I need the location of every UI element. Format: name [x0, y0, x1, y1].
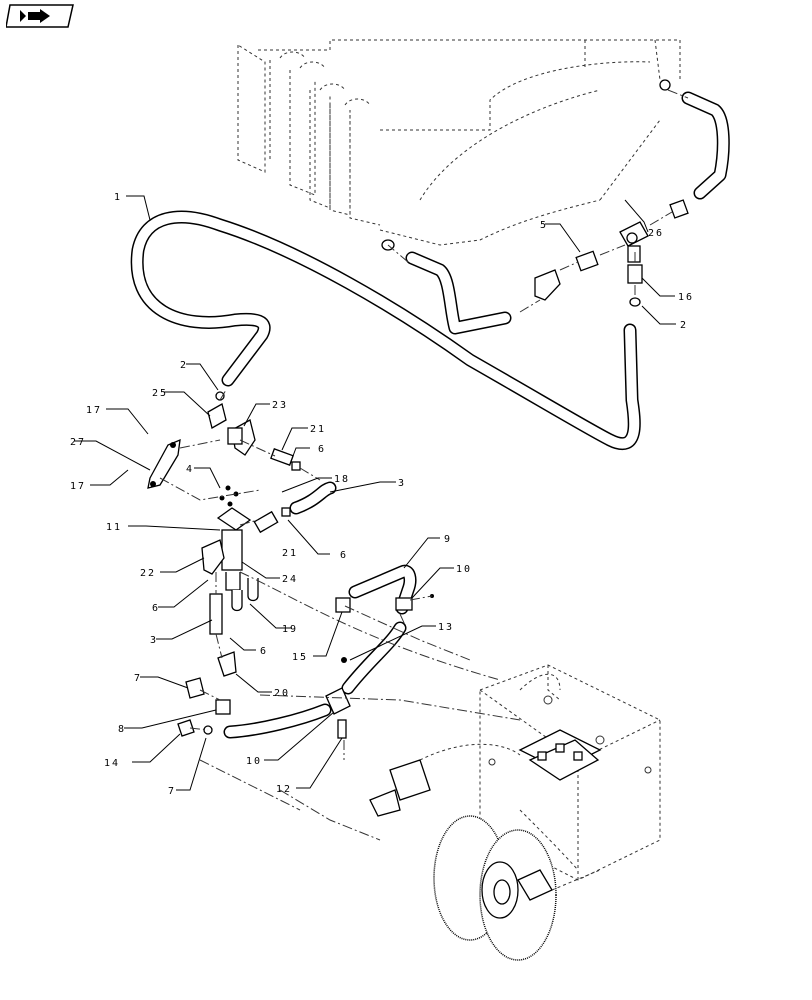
hose-upper-right: [405, 91, 730, 335]
callout-7: 7: [168, 786, 176, 797]
hose-9: [348, 564, 417, 615]
fitting-21-upper: [270, 448, 301, 471]
callout-17: 17: [86, 405, 102, 416]
hose-3-lower: [209, 593, 223, 635]
callout-10: 10: [456, 564, 472, 575]
callout-17: 17: [70, 481, 86, 492]
fitting-16: [627, 264, 643, 307]
hose-lower: [223, 621, 407, 739]
callout-9: 9: [444, 534, 452, 545]
callout-15: 15: [292, 652, 308, 663]
clamp-10-upper: [395, 594, 434, 611]
fitting-14: [177, 719, 195, 737]
callout-6: 6: [318, 444, 326, 455]
hose-3-upper: [289, 481, 337, 515]
leaders: [74, 195, 676, 791]
u-bolt-19: [231, 578, 259, 612]
callout-27: 27: [70, 437, 86, 448]
callout-2: 2: [180, 360, 188, 371]
tee-lower: [325, 657, 351, 739]
fitting-5: [575, 250, 599, 272]
callout-4: 4: [186, 464, 194, 475]
fitting-7-upper: [185, 677, 205, 699]
arrow-right-icon: [5, 4, 74, 28]
callout-26: 26: [648, 228, 664, 239]
callout-14: 14: [104, 758, 120, 769]
callout-25: 25: [152, 388, 168, 399]
valve-23: [227, 419, 256, 456]
elbow-25: [207, 391, 227, 429]
callout-3: 3: [398, 478, 406, 489]
callout-6: 6: [152, 603, 160, 614]
callout-16: 16: [678, 292, 694, 303]
elbow-22: [201, 539, 225, 575]
tank-outline: [237, 39, 681, 246]
tee-fitting-mid: [534, 269, 561, 301]
hose-1: [130, 210, 641, 451]
callout-11: 11: [106, 522, 122, 533]
fitting-8: [215, 699, 231, 715]
callout-13: 13: [438, 622, 454, 633]
callout-6: 6: [340, 550, 348, 561]
callout-21: 21: [310, 424, 326, 435]
callout-10: 10: [246, 756, 262, 767]
callout-19: 19: [282, 624, 298, 635]
hose-reel: [433, 815, 601, 961]
nav-button[interactable]: [5, 4, 74, 28]
callouts: 1 2 2 3 3 4 5 6 6 6 6 7 7 8 9 10 10 11 1…: [70, 192, 694, 797]
callout-1: 1: [114, 192, 122, 203]
callout-5: 5: [540, 220, 548, 231]
callout-18: 18: [334, 474, 350, 485]
callout-7: 7: [134, 673, 142, 684]
elbow-20: [217, 651, 237, 677]
bracket-27: [147, 438, 181, 489]
valve-body-24: [221, 529, 243, 591]
callout-22: 22: [140, 568, 156, 579]
callout-23: 23: [272, 400, 288, 411]
fitting-15: [335, 597, 351, 613]
callout-2: 2: [680, 320, 688, 331]
callout-24: 24: [282, 574, 298, 585]
pump-assembly: [369, 664, 661, 881]
callout-20: 20: [274, 688, 290, 699]
callout-12: 12: [276, 784, 292, 795]
assembly-paths: [159, 389, 521, 841]
callout-3: 3: [150, 635, 158, 646]
callout-6: 6: [260, 646, 268, 657]
callout-8: 8: [118, 724, 126, 735]
tee-fitting-26: [619, 221, 649, 263]
fitting-21-lower: [253, 507, 291, 534]
callout-21: 21: [282, 548, 298, 559]
